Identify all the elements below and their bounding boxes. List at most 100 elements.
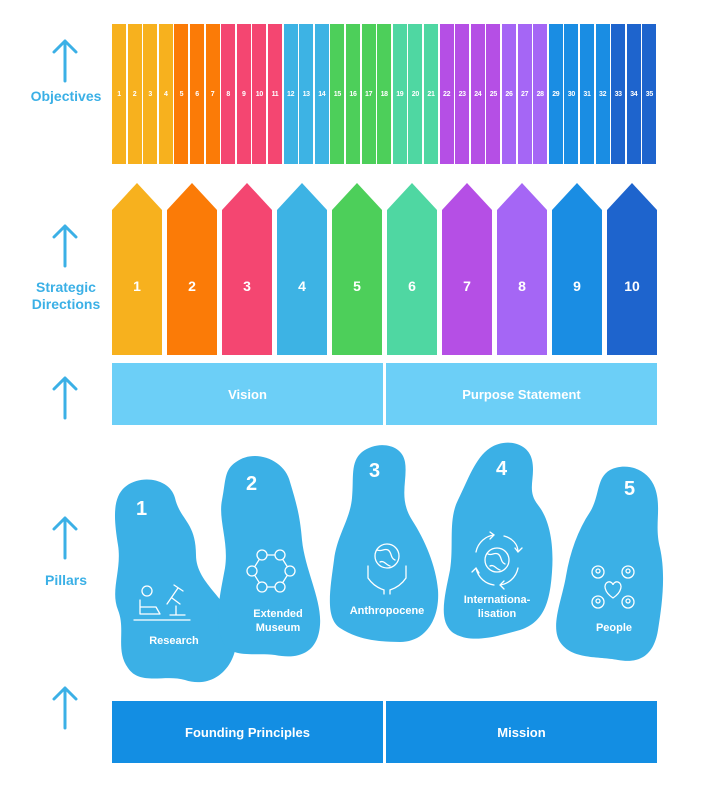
pillar-3-shape — [329, 445, 439, 642]
pillar-2-number: 2 — [246, 473, 258, 495]
objective-bar: 22 — [439, 24, 454, 164]
objective-bar: 23 — [455, 24, 470, 164]
direction-arrow — [167, 183, 217, 355]
objective-number: 29 — [552, 90, 560, 98]
direction-number: 5 — [353, 278, 361, 294]
pillar-2-shape — [218, 455, 321, 657]
direction-arrow — [552, 183, 602, 355]
objective-number: 34 — [630, 90, 638, 98]
objective-number: 10 — [255, 90, 263, 98]
objective-number: 21 — [427, 90, 435, 98]
direction-arrow — [497, 183, 547, 355]
direction-arrow — [332, 183, 382, 355]
network-icon — [246, 549, 296, 593]
objective-number: 2 — [132, 90, 137, 98]
objective-bar: 4 — [158, 24, 173, 164]
objective-bar: 19 — [392, 24, 407, 164]
objectives-label: Objectives — [30, 88, 102, 104]
objective-number: 20 — [411, 90, 419, 98]
pillar-1-number: 1 — [136, 498, 148, 520]
direction-arrow — [442, 183, 492, 355]
objective-number: 24 — [474, 90, 482, 98]
objective-number: 26 — [505, 90, 513, 98]
pillars-label: Pillars — [44, 572, 88, 588]
pillar-1-shape — [114, 479, 237, 683]
objective-bar: 18 — [377, 24, 392, 164]
objective-bar: 27 — [517, 24, 532, 164]
objective-number: 12 — [287, 90, 295, 98]
objective-bar: 30 — [564, 24, 579, 164]
objective-number: 23 — [458, 90, 466, 98]
objective-number: 33 — [614, 90, 622, 98]
objective-number: 22 — [443, 90, 451, 98]
pillar-5-number: 5 — [624, 478, 636, 500]
objective-bar: 31 — [580, 24, 594, 164]
up-arrow-icon — [52, 224, 78, 268]
direction-arrow — [607, 183, 657, 355]
objective-bar: 11 — [268, 24, 282, 164]
objective-number: 8 — [226, 90, 230, 98]
objective-bar: 29 — [548, 24, 563, 164]
direction-arrow — [277, 183, 327, 355]
direction-number: 2 — [188, 278, 196, 294]
objective-number: 3 — [148, 90, 152, 98]
pillar-5-label: People — [595, 622, 633, 634]
objective-bar: 28 — [533, 24, 548, 164]
objective-bar: 35 — [642, 24, 657, 164]
purpose-statement-band: Purpose Statement — [386, 363, 657, 425]
direction-number: 7 — [463, 278, 471, 294]
objective-bar: 6 — [190, 24, 204, 164]
objective-bar: 34 — [626, 24, 641, 164]
direction-arrow — [112, 183, 162, 355]
direction-number: 3 — [243, 278, 251, 294]
objective-number: 27 — [521, 90, 529, 98]
objective-number: 9 — [242, 90, 246, 98]
objective-bar: 10 — [252, 24, 267, 164]
objective-number: 32 — [599, 90, 607, 98]
objective-bar: 5 — [174, 24, 189, 164]
objective-number: 19 — [396, 90, 404, 98]
objective-number: 25 — [489, 90, 497, 98]
objective-number: 17 — [365, 90, 373, 98]
pillar-3-label: Anthropocene — [349, 605, 425, 617]
objective-number: 18 — [380, 90, 388, 98]
objective-number: 28 — [536, 90, 544, 98]
people-heart-icon — [591, 565, 635, 609]
up-arrow-icon — [52, 686, 78, 730]
objective-bar: 20 — [408, 24, 423, 164]
objective-number: 11 — [271, 90, 279, 98]
direction-number: 8 — [518, 278, 526, 294]
objective-bar: 17 — [361, 24, 376, 164]
globe-arrows-icon — [471, 531, 523, 590]
objective-bar: 7 — [205, 24, 220, 164]
objective-number: 16 — [349, 90, 357, 98]
objective-bar: 24 — [470, 24, 485, 164]
strategic-directions-row — [112, 183, 657, 355]
pillar-3-number: 3 — [369, 460, 381, 482]
globe-hands-icon — [367, 543, 407, 595]
objective-bar: 15 — [330, 24, 345, 164]
objective-bar: 13 — [299, 24, 314, 164]
objective-bar: 8 — [221, 24, 236, 164]
objective-bar: 25 — [486, 24, 501, 164]
objective-bar: 26 — [502, 24, 516, 164]
objective-number: 1 — [117, 90, 121, 98]
objective-number: 7 — [210, 90, 215, 98]
direction-number: 9 — [573, 278, 581, 294]
objective-number: 5 — [179, 90, 184, 98]
up-arrow-icon — [52, 376, 78, 420]
direction-number: 6 — [408, 278, 416, 294]
pillar-4-label: Internationa- lisation — [463, 594, 531, 620]
pillar-2-label: Extended Museum — [253, 608, 303, 634]
direction-number: 1 — [133, 278, 141, 294]
objective-bar: 3 — [143, 24, 158, 164]
objective-bar: 12 — [283, 24, 298, 164]
objective-number: 30 — [567, 90, 575, 98]
objective-bar: 14 — [314, 24, 329, 164]
objective-bar: 16 — [346, 24, 360, 164]
direction-number: 10 — [624, 278, 640, 294]
founding-principles-band: Founding Principles — [112, 701, 383, 763]
pillar-1-label: Research — [149, 635, 199, 647]
objective-number: 14 — [318, 90, 326, 98]
direction-arrow — [222, 183, 272, 355]
